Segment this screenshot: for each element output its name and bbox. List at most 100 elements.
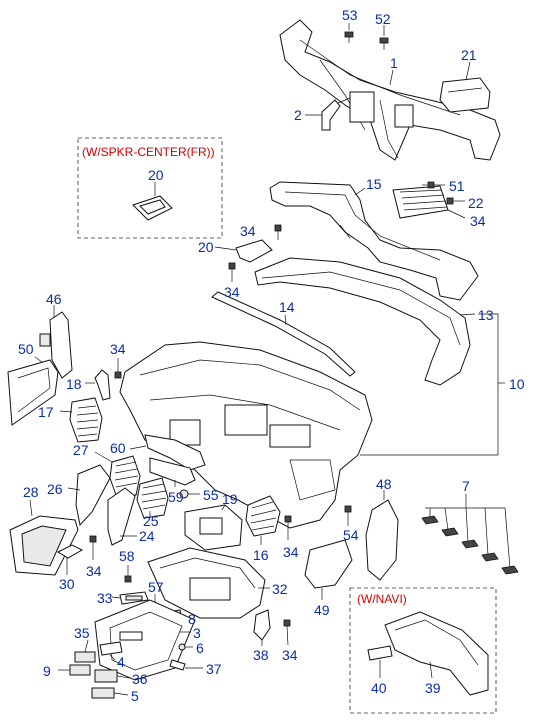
upper-tray-part-19 [184, 504, 243, 551]
callout-32: 32 [272, 581, 288, 597]
callout-46: 46 [46, 291, 62, 307]
callout-18: 18 [66, 376, 82, 392]
callout-34-left: 34 [110, 341, 126, 357]
clip-part-6 [178, 643, 193, 651]
defroster-duct-part-13 [254, 257, 476, 386]
bracket-part-2 [305, 97, 351, 131]
callout-51: 51 [449, 178, 465, 194]
callout-4: 4 [117, 654, 125, 670]
callout-54: 54 [343, 527, 359, 543]
callout-17: 17 [38, 404, 54, 420]
pads-part-7 [421, 494, 519, 575]
handle-part-4 [99, 641, 123, 661]
leader-10-bracket [478, 313, 499, 455]
callout-9: 9 [43, 663, 51, 679]
callout-13: 13 [478, 307, 494, 323]
trim-part-24 [107, 487, 137, 546]
callout-20-option: 20 [148, 167, 164, 183]
callout-8: 8 [188, 611, 196, 627]
latch-part-33 [111, 591, 149, 605]
callout-28: 28 [23, 484, 39, 500]
callout-10: 10 [509, 376, 525, 392]
callout-22: 34 [470, 213, 486, 229]
navi-option-note: (W/NAVI) [357, 592, 407, 606]
callout-48: 48 [376, 476, 392, 492]
callout-39: 39 [425, 680, 441, 696]
callout-34-bezel: 34 [86, 563, 102, 579]
callout-1: 1 [390, 55, 398, 71]
callout-34-upper-right: 22 [468, 195, 484, 211]
stopper-part-38 [253, 609, 271, 646]
callout-50: 50 [18, 341, 34, 357]
callout-20: 20 [198, 239, 214, 255]
callout-57: 57 [148, 579, 164, 595]
bolt-53 [344, 23, 354, 43]
callout-35: 35 [74, 625, 90, 641]
callout-37: 37 [206, 661, 222, 677]
trim-part-26 [67, 464, 111, 527]
callout-30: 30 [59, 576, 75, 592]
callout-21: 21 [461, 47, 477, 63]
label-part-5 [91, 687, 129, 699]
callout-53: 53 [342, 7, 358, 23]
bracket-part-59 [149, 457, 196, 487]
callout-6: 6 [196, 640, 204, 656]
callout-5: 5 [131, 688, 139, 704]
switch-part-30 [56, 544, 84, 575]
screw-58 [124, 565, 132, 583]
speaker-cover-part-20-option [132, 182, 173, 221]
callout-2: 2 [294, 107, 302, 123]
glove-box-housing-part-32 [147, 547, 270, 619]
label-part-36 [94, 669, 131, 683]
crash-pad-main-part-10 [119, 341, 498, 529]
bolt-52 [379, 25, 389, 50]
cowl-cross-bar [279, 19, 501, 161]
callout-60: 60 [110, 440, 126, 456]
screw-34-duct [274, 224, 282, 240]
navi-trim-part-40 [367, 645, 393, 678]
bracket-part-21 [439, 61, 491, 113]
screw-54 [344, 505, 352, 526]
callout-58: 58 [119, 548, 135, 564]
callout-52: 52 [375, 11, 391, 27]
callout-59: 59 [168, 489, 184, 505]
damper-part-37 [169, 659, 203, 671]
label-part-9 [58, 664, 91, 676]
windshield-seal-part-14 [211, 291, 356, 377]
bracket-part-18 [85, 369, 111, 401]
screw-34-lower [283, 619, 291, 646]
side-panel-part-48 [365, 490, 399, 581]
callout-27: 27 [73, 442, 89, 458]
label-part-35 [74, 639, 96, 663]
callout-34-duct: 34 [240, 223, 256, 239]
navi-option-box [349, 587, 497, 714]
nut-55 [179, 489, 200, 499]
side-cover-part-46 [39, 305, 73, 379]
callout-36: 36 [132, 671, 148, 687]
callout-25: 25 [143, 513, 159, 529]
center-vent-part-25 [136, 477, 169, 519]
screw-34-vent [284, 515, 292, 540]
callout-33: 33 [97, 590, 113, 606]
center-bezel-part-28 [9, 499, 79, 576]
navi-housing-part-39 [384, 611, 489, 696]
callout-40: 40 [371, 680, 387, 696]
callout-34-vent: 34 [283, 544, 299, 560]
callout-38: 38 [253, 647, 269, 663]
screw-34-upper-right [446, 197, 465, 205]
callout-34-lower: 34 [282, 647, 298, 663]
speaker-cover-part-20 [214, 239, 273, 263]
callout-19: 19 [222, 491, 238, 507]
callout-14: 14 [279, 299, 295, 315]
center-grille-part-22 [392, 185, 466, 219]
callout-16: 16 [253, 547, 269, 563]
callout-7: 7 [462, 478, 470, 494]
callout-55: 55 [203, 487, 219, 503]
speaker-option-box [77, 137, 223, 239]
side-cover-part-50 [7, 356, 59, 426]
callout-34-cover: 34 [224, 284, 240, 300]
screw-34-cover [228, 262, 236, 282]
callout-49: 49 [314, 602, 330, 618]
